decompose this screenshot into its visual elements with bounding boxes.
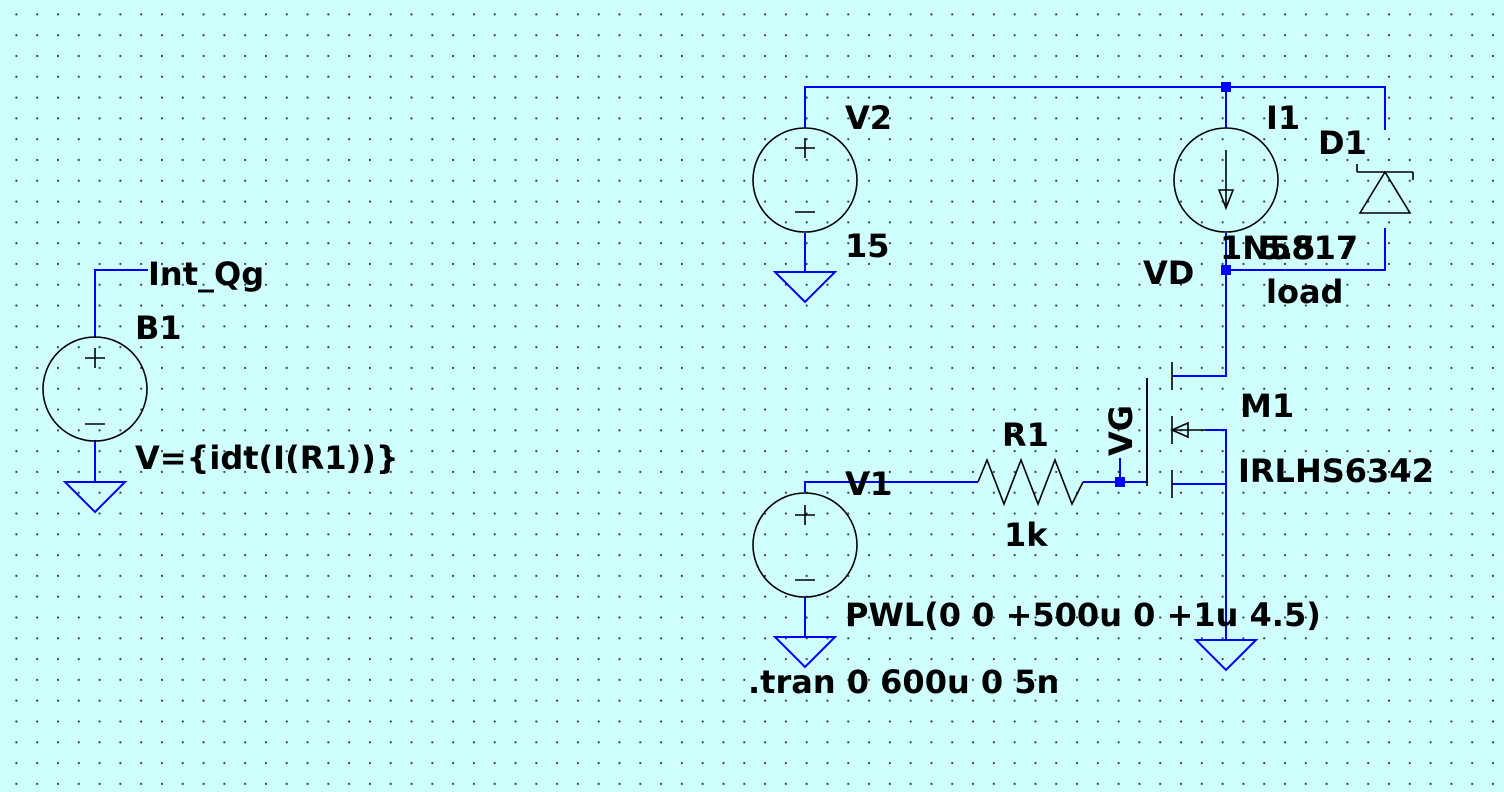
mosfet-m1[interactable] (1146, 362, 1205, 498)
current-source-i1[interactable] (1173, 127, 1279, 233)
ground-symbol-v1 (772, 636, 838, 669)
v2-value-label[interactable]: 15 (845, 227, 890, 265)
b1-name-label[interactable]: B1 (135, 309, 182, 347)
net-label-vd[interactable]: VD (1143, 254, 1194, 292)
i1-value-label[interactable]: 5.5 (1259, 229, 1316, 267)
wire-b1-intqg[interactable] (94, 269, 148, 338)
wires (94, 82, 1386, 640)
diode-d1[interactable] (1356, 164, 1414, 214)
voltage-source-v1[interactable] (752, 492, 858, 598)
v1-value-label[interactable]: PWL(0 0 +500u 0 +1u 4.5) (845, 596, 1321, 634)
m1-value-label[interactable]: IRLHS6342 (1238, 452, 1434, 490)
ground-symbol-b1 (62, 481, 128, 514)
resistor-r1[interactable] (977, 457, 1084, 507)
behavioral-source-b1[interactable] (42, 336, 148, 442)
b1-value-label[interactable]: V={idt(I(R1))} (135, 439, 399, 477)
voltage-source-v2[interactable] (752, 127, 858, 233)
wire-v1-r1[interactable] (804, 481, 978, 492)
wire-vd-drain[interactable] (1172, 270, 1227, 377)
d1-name-label[interactable]: D1 (1318, 124, 1367, 162)
wire-d1-vd[interactable] (1226, 228, 1386, 271)
d1-value-label[interactable]: 1N5817 (1220, 229, 1358, 267)
junction-vg (1115, 477, 1125, 487)
junction-top (1221, 82, 1231, 92)
wire-body[interactable] (1205, 429, 1227, 484)
i1-load-label[interactable]: load (1266, 273, 1343, 311)
v1-name-label[interactable]: V1 (845, 465, 892, 503)
wire-top-rail[interactable] (804, 86, 1386, 130)
net-label-vg[interactable]: VG (1102, 405, 1140, 456)
i1-name-label[interactable]: I1 (1266, 99, 1300, 137)
ground-symbol-v2 (772, 271, 838, 304)
m1-name-label[interactable]: M1 (1240, 387, 1294, 425)
r1-value-label[interactable]: 1k (1004, 516, 1048, 554)
v2-name-label[interactable]: V2 (845, 99, 892, 137)
junction-vd (1221, 265, 1231, 275)
ground-symbol-m1 (1193, 639, 1259, 672)
spice-directive[interactable]: .tran 0 600u 0 5n (748, 663, 1059, 701)
net-label-int-qg[interactable]: Int_Qg (148, 255, 264, 293)
r1-name-label[interactable]: R1 (1002, 416, 1049, 454)
